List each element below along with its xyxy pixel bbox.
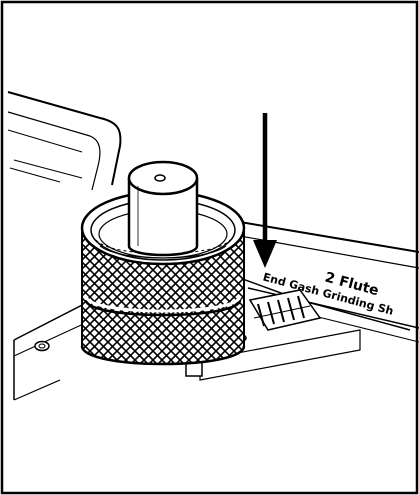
fixture-rail <box>7 91 419 343</box>
tool-cylinder <box>127 160 199 257</box>
center-hole <box>154 174 166 182</box>
down-arrow-icon <box>253 113 277 268</box>
slotted-plate <box>248 289 322 331</box>
